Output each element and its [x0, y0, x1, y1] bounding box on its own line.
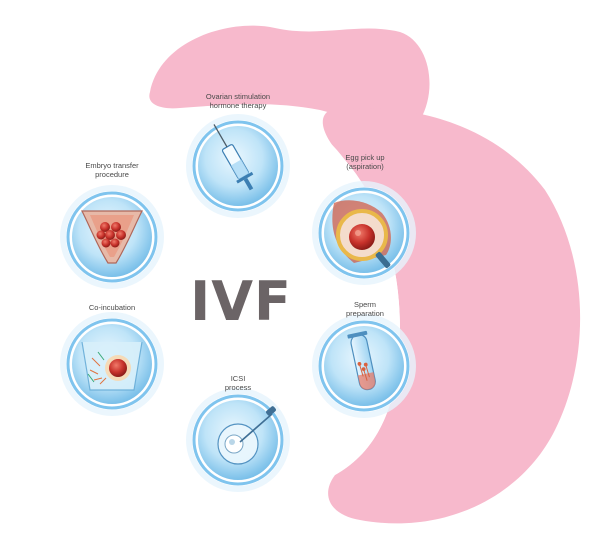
syringe-icon — [213, 124, 254, 191]
ivf-title: IVF — [190, 270, 292, 333]
step-icsi-badge — [186, 388, 290, 492]
step-label-icsi: ICSI process — [224, 374, 252, 392]
test-tube-icon — [347, 330, 376, 391]
magnified-egg-icon — [332, 200, 391, 269]
step-label-embryo: Embryo transfer procedure — [85, 161, 139, 179]
step-label-sperm: Sperm preparation — [346, 300, 384, 318]
step-label-ovarian: Ovarian stimulation hormone therapy — [205, 92, 271, 110]
step-egg-badge — [312, 181, 416, 285]
step-sperm-badge — [312, 314, 416, 418]
step-coinc-badge — [60, 312, 164, 416]
step-label-egg: Egg pick up (aspiration) — [345, 153, 385, 171]
uterus-embryo-icon — [81, 210, 143, 264]
icsi-pipette-icon — [217, 406, 276, 465]
step-embryo-badge — [60, 185, 164, 289]
egg-in-dish-icon — [81, 341, 143, 391]
step-label-coinc: Co-incubation — [88, 303, 136, 312]
step-ovarian-badge — [186, 114, 290, 218]
